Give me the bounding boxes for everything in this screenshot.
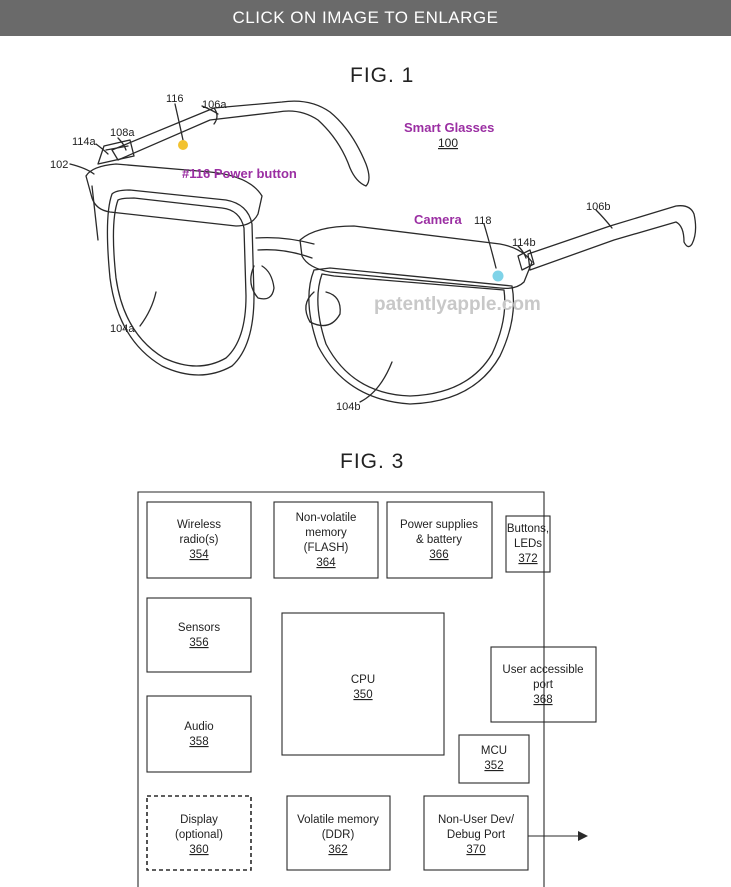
ref-116: 116 xyxy=(166,93,184,105)
product-name-label: Smart Glasses xyxy=(404,120,494,135)
right-hinge xyxy=(517,249,535,271)
nose-pad-right xyxy=(305,291,341,327)
left-lens xyxy=(106,189,255,376)
right-lens xyxy=(308,267,515,405)
box-sensors xyxy=(146,597,252,673)
ref-104a: 104a xyxy=(110,323,135,335)
ref-106b: 106b xyxy=(586,201,610,213)
box-buttons xyxy=(505,515,551,573)
box-userport xyxy=(490,646,597,723)
left-brow xyxy=(85,163,263,227)
svg-text:Volatile memory(DDR)362: Volatile memory(DDR)362 xyxy=(297,814,379,856)
box-power xyxy=(386,501,493,579)
ref-106a: 106a xyxy=(202,99,227,111)
ref-108a: 108a xyxy=(110,127,135,139)
camera-dot xyxy=(492,270,504,282)
box-cpu xyxy=(281,612,445,756)
box-mcu xyxy=(458,734,530,784)
left-temple-arm xyxy=(111,100,370,187)
debug-arrow-head xyxy=(578,831,588,841)
right-temple-arm xyxy=(527,205,697,271)
fig3-title: FIG. 3 xyxy=(340,450,405,473)
power-button-dot xyxy=(178,140,188,150)
box-volatile xyxy=(286,795,391,871)
banner-text: CLICK ON IMAGE TO ENLARGE xyxy=(232,8,499,27)
enclosure-outline xyxy=(137,491,545,887)
box-debug xyxy=(423,795,529,871)
fig1-title: FIG. 1 xyxy=(350,64,415,87)
enlarge-image-banner[interactable]: CLICK ON IMAGE TO ENLARGE xyxy=(0,0,731,36)
watermark: patentlyapple.com xyxy=(374,294,541,315)
ref-114a: 114a xyxy=(72,136,97,148)
camera-callout: Camera xyxy=(414,212,462,227)
ref-118: 118 xyxy=(474,215,492,227)
nose-pad-left xyxy=(250,265,275,300)
box-nvmem xyxy=(273,501,379,579)
bridge xyxy=(255,236,315,259)
ref-114b: 114b xyxy=(512,237,536,249)
right-brow xyxy=(299,225,533,290)
box-audio xyxy=(146,695,252,773)
box-wireless xyxy=(146,501,252,579)
left-hinge xyxy=(97,139,135,165)
ref-104b: 104b xyxy=(336,401,360,413)
product-number: 100 xyxy=(438,136,458,150)
box-display xyxy=(146,795,252,871)
ref-102: 102 xyxy=(50,159,68,171)
svg-text:Display(optional)360: Display(optional)360 xyxy=(175,814,223,856)
power-button-callout: #116 Power button xyxy=(182,166,297,181)
smart-glasses-drawing: 116 106a 114a 108a 102 118 106b 114b 104… xyxy=(50,93,697,413)
